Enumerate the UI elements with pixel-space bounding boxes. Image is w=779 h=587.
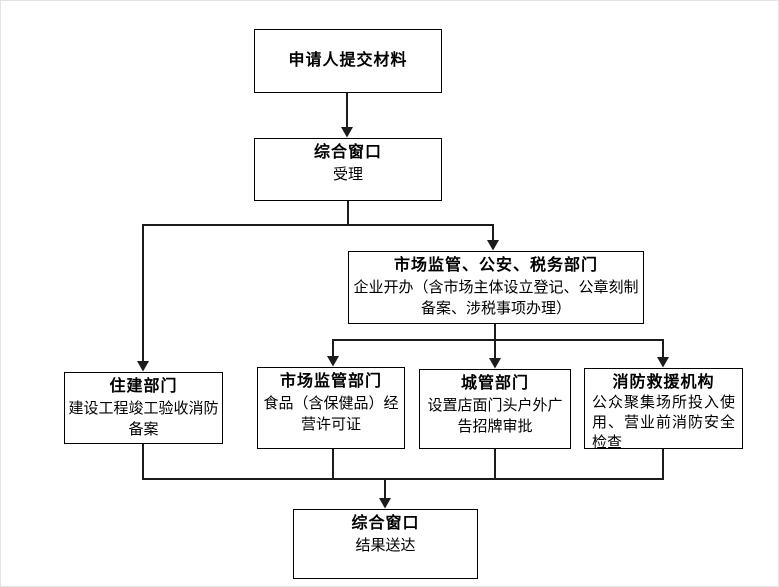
flow-node-window-accept: 综合窗口 受理 xyxy=(254,138,442,201)
node-title: 综合窗口 xyxy=(351,515,420,532)
flow-node-window-result: 综合窗口 结果送达 xyxy=(293,509,478,579)
flow-node-market-regulation-dept: 市场监管部门 食品（含保健品）经营许可证 xyxy=(257,367,405,449)
node-title: 申请人提交材料 xyxy=(288,52,408,69)
flow-node-fire-rescue: 消防救援机构 公众聚集场所投入使用、营业前消防安全检查 xyxy=(584,368,743,451)
node-body: 设置店面门头户外广告招牌审批 xyxy=(427,397,563,435)
flow-node-applicant: 申请人提交材料 xyxy=(254,29,442,93)
node-title: 市场监管部门 xyxy=(279,373,382,390)
connector-enterprise-to-departments xyxy=(327,323,669,369)
flow-node-housing-dept: 住建部门 建设工程竣工验收消防备案 xyxy=(64,372,223,444)
node-title: 消防救援机构 xyxy=(612,374,715,391)
node-title: 综合窗口 xyxy=(313,144,382,161)
flow-node-urban-management-dept: 城管部门 设置店面门头户外广告招牌审批 xyxy=(419,369,571,449)
connector-accept-to-branches xyxy=(137,200,499,372)
node-body: 企业开办（含市场主体设立登记、公章刻制备案、涉税事项办理） xyxy=(353,279,639,317)
connector-departments-to-result xyxy=(142,443,664,509)
node-title: 住建部门 xyxy=(109,378,178,395)
connector-applicant-to-accept xyxy=(341,92,353,138)
node-body: 食品（含保健品）经营许可证 xyxy=(263,395,399,433)
node-body: 结果送达 xyxy=(355,537,416,554)
node-title: 市场监管、公安、税务部门 xyxy=(393,257,598,274)
node-body: 受理 xyxy=(332,166,363,183)
node-body: 建设工程竣工验收消防备案 xyxy=(68,400,219,438)
node-title: 城管部门 xyxy=(460,375,529,392)
flow-node-enterprise-setup: 市场监管、公安、税务部门 企业开办（含市场主体设立登记、公章刻制备案、涉税事项办… xyxy=(348,251,644,324)
node-body: 公众聚集场所投入使用、营业前消防安全检查 xyxy=(592,394,735,451)
